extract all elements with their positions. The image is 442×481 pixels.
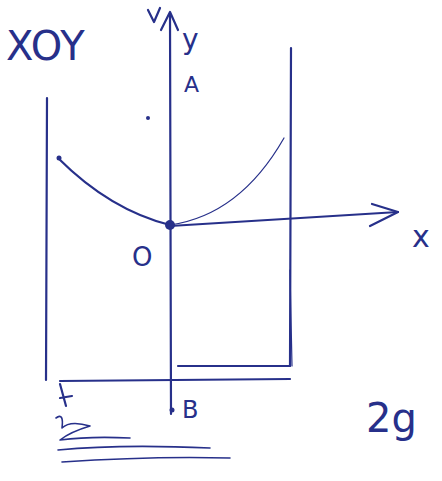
left-wall — [46, 98, 47, 380]
corner-mark — [60, 384, 72, 406]
tick-mark — [148, 8, 160, 22]
point-label: B — [182, 398, 198, 422]
stray-dot — [146, 116, 150, 120]
inner-bottom — [178, 365, 290, 367]
y-axis — [170, 14, 171, 414]
curve-right — [170, 138, 284, 225]
plane-label: XOY — [6, 26, 85, 66]
container-bottom — [60, 379, 290, 381]
note-label: 2g — [366, 398, 417, 438]
right-wall — [290, 48, 291, 366]
curve-left — [58, 158, 170, 225]
point-dot — [170, 408, 175, 413]
point-label: A — [184, 74, 199, 96]
y-arrowhead — [161, 12, 178, 30]
scribble — [56, 416, 230, 462]
x-axis — [170, 212, 398, 226]
curve-end-dot — [57, 156, 62, 161]
axis-label: x — [412, 222, 430, 252]
axis-label: y — [182, 26, 199, 54]
origin-dot — [165, 220, 175, 230]
x-arrowhead — [370, 204, 398, 226]
origin-label: O — [132, 244, 152, 270]
wall-mark — [290, 270, 292, 366]
